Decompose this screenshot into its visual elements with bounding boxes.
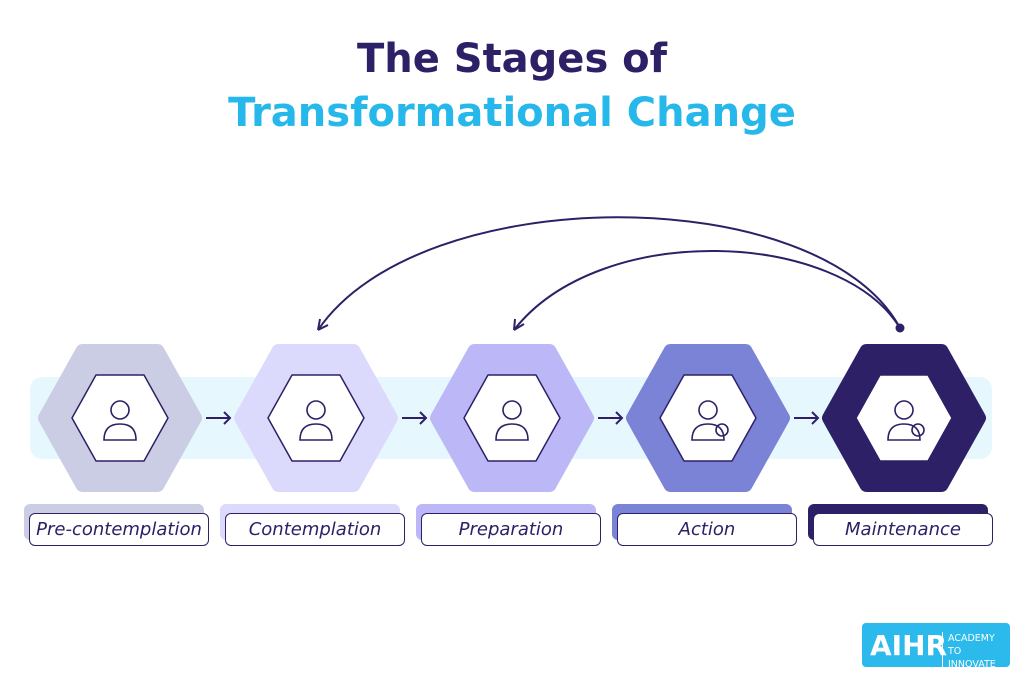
next-stage-arrow-icon bbox=[402, 411, 428, 425]
working-person-gear-icon bbox=[691, 400, 729, 441]
next-stage-arrow-icon bbox=[598, 411, 624, 425]
planning-person-icon bbox=[495, 400, 529, 441]
stage-inner-hexagon bbox=[71, 374, 169, 462]
stage-inner-hexagon bbox=[659, 374, 757, 462]
stage-inner-hexagon bbox=[855, 374, 953, 462]
stage-label: Maintenance bbox=[813, 513, 993, 546]
frustrated-person-icon bbox=[103, 400, 137, 441]
loop-origin-dot bbox=[895, 323, 905, 333]
stage-label: Preparation bbox=[421, 513, 601, 546]
monitor-gear-icon bbox=[887, 400, 925, 441]
arrowhead-icon bbox=[317, 318, 329, 331]
arrowhead-icon bbox=[513, 318, 525, 331]
stage-label: Contemplation bbox=[225, 513, 405, 546]
next-stage-arrow-icon bbox=[794, 411, 820, 425]
stage-label: Pre-contemplation bbox=[29, 513, 209, 546]
thinking-person-idea-icon bbox=[299, 400, 333, 441]
loop-arrow-to-contemplation bbox=[317, 216, 901, 331]
stage-label: Action bbox=[617, 513, 797, 546]
stage-inner-hexagon bbox=[267, 374, 365, 462]
next-stage-arrow-icon bbox=[206, 411, 232, 425]
stage-inner-hexagon bbox=[463, 374, 561, 462]
title-line-2: Transformational Change bbox=[228, 90, 796, 136]
loop-arrow-to-preparation bbox=[513, 250, 901, 331]
title-line-1: The Stages of bbox=[356, 36, 668, 82]
logo-name: AIHR bbox=[870, 629, 948, 662]
